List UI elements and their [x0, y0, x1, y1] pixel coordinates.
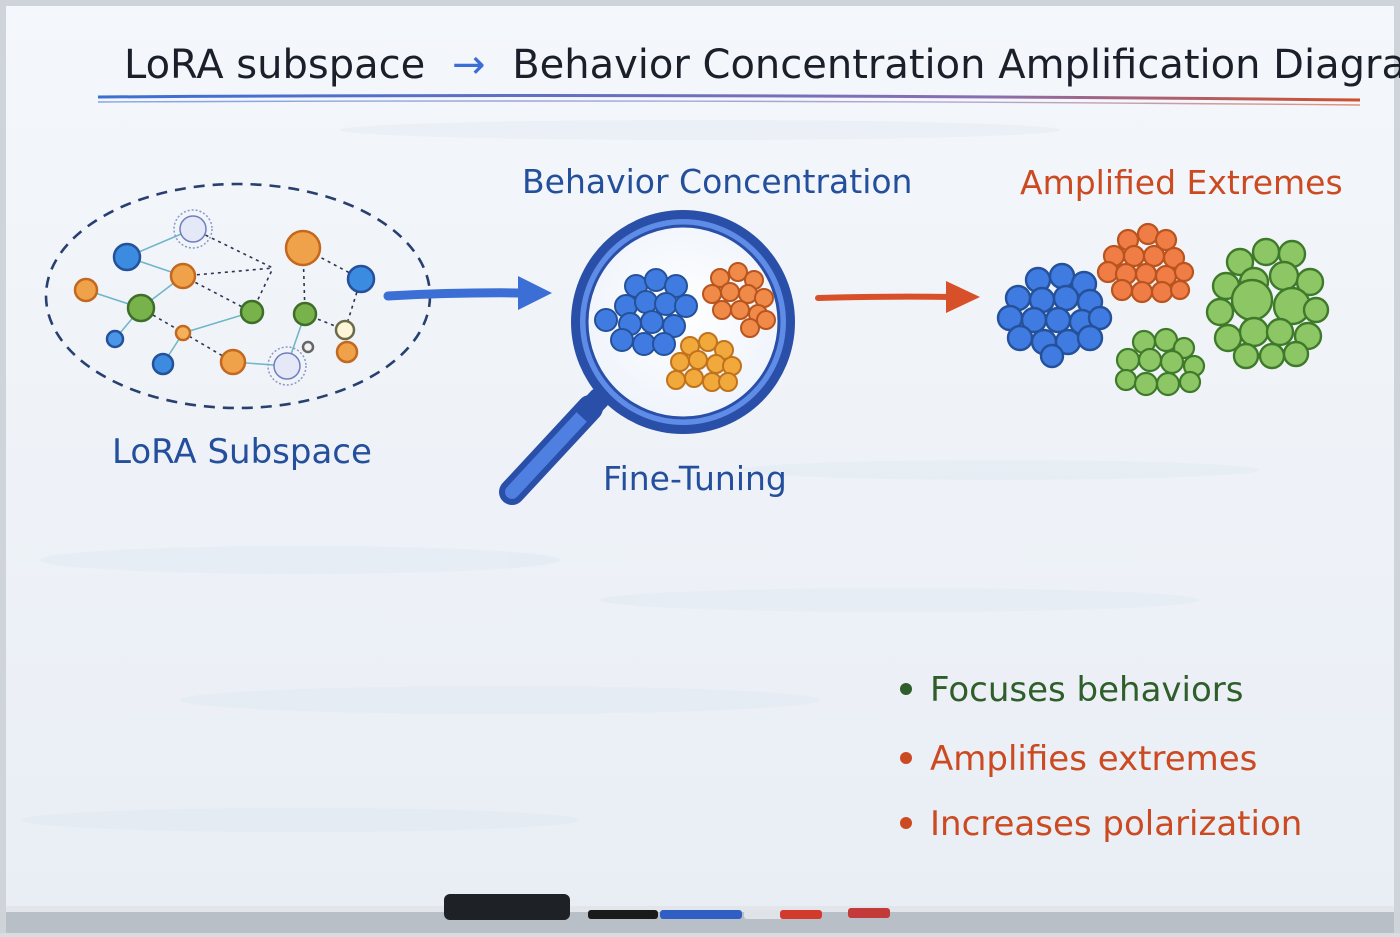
node-green: [239, 299, 265, 325]
bullet-text: Focuses behaviors: [930, 670, 1244, 710]
lora-network: [73, 209, 376, 386]
bullet-item-focuses: Focuses behaviors: [900, 670, 1244, 710]
eraser[interactable]: [444, 894, 570, 920]
behavior-concentration-label: Behavior Concentration: [522, 162, 912, 201]
board-surface: [6, 6, 1394, 908]
green-cluster-small: [1114, 327, 1206, 397]
orange-cluster-small: [702, 262, 776, 338]
amplified-extremes-label: Amplified Extremes: [1020, 163, 1343, 202]
bullet-text: Increases polarization: [930, 804, 1302, 844]
arrow-to-extremes: [815, 293, 955, 301]
title-arrow-glyph: →: [452, 42, 486, 88]
bullet-dot: [900, 752, 912, 764]
node-blue: [346, 264, 376, 294]
title: LoRA subspace → Behavior Concentration A…: [124, 42, 1400, 88]
node-orange-large: [284, 229, 322, 267]
node-light: [334, 319, 356, 341]
marker-red-2[interactable]: [848, 908, 890, 918]
marker-blue[interactable]: [660, 910, 742, 919]
bullet-dot: [900, 683, 912, 695]
fine-tuning-label: Fine-Tuning: [603, 459, 787, 498]
lora-subspace-label: LoRA Subspace: [112, 432, 372, 472]
green-cluster-large: [1205, 237, 1330, 370]
node-orange: [169, 262, 197, 290]
spiky-node-top: [173, 209, 213, 249]
node-blue: [112, 242, 142, 272]
bullet-text: Amplifies extremes: [930, 739, 1257, 779]
marker-black[interactable]: [588, 910, 658, 919]
node-orange: [73, 277, 99, 303]
bullet-item-increases: Increases polarization: [900, 804, 1302, 844]
title-part1: LoRA subspace: [124, 42, 425, 88]
bullet-list: Focuses behaviors Amplifies extremes Inc…: [900, 670, 1302, 844]
arrow-head-blue: [518, 276, 552, 310]
board-texture: [20, 120, 1260, 832]
node-tiny: [301, 340, 315, 354]
title-part2: Behavior Concentration Amplification Dia…: [512, 42, 1400, 88]
bullet-item-amplifies: Amplifies extremes: [900, 739, 1257, 779]
arrow-head-red: [946, 281, 980, 313]
orange-cluster-large: [1096, 222, 1195, 304]
yellow-cluster-small: [666, 332, 742, 392]
title-underline: [97, 94, 1361, 102]
node-orange-small: [174, 324, 192, 342]
node-blue-small: [105, 329, 125, 349]
marker-red[interactable]: [780, 910, 822, 919]
node-blue: [151, 352, 175, 376]
arrow-to-concentration: [383, 288, 533, 301]
blue-cluster-large: [996, 262, 1113, 369]
node-orange: [335, 340, 359, 364]
node-orange: [219, 348, 247, 376]
spiky-node-bottom: [267, 346, 307, 386]
blue-cluster-small: [594, 268, 698, 356]
node-green: [292, 301, 318, 327]
node-green: [126, 293, 156, 323]
bullet-dot: [900, 817, 912, 829]
